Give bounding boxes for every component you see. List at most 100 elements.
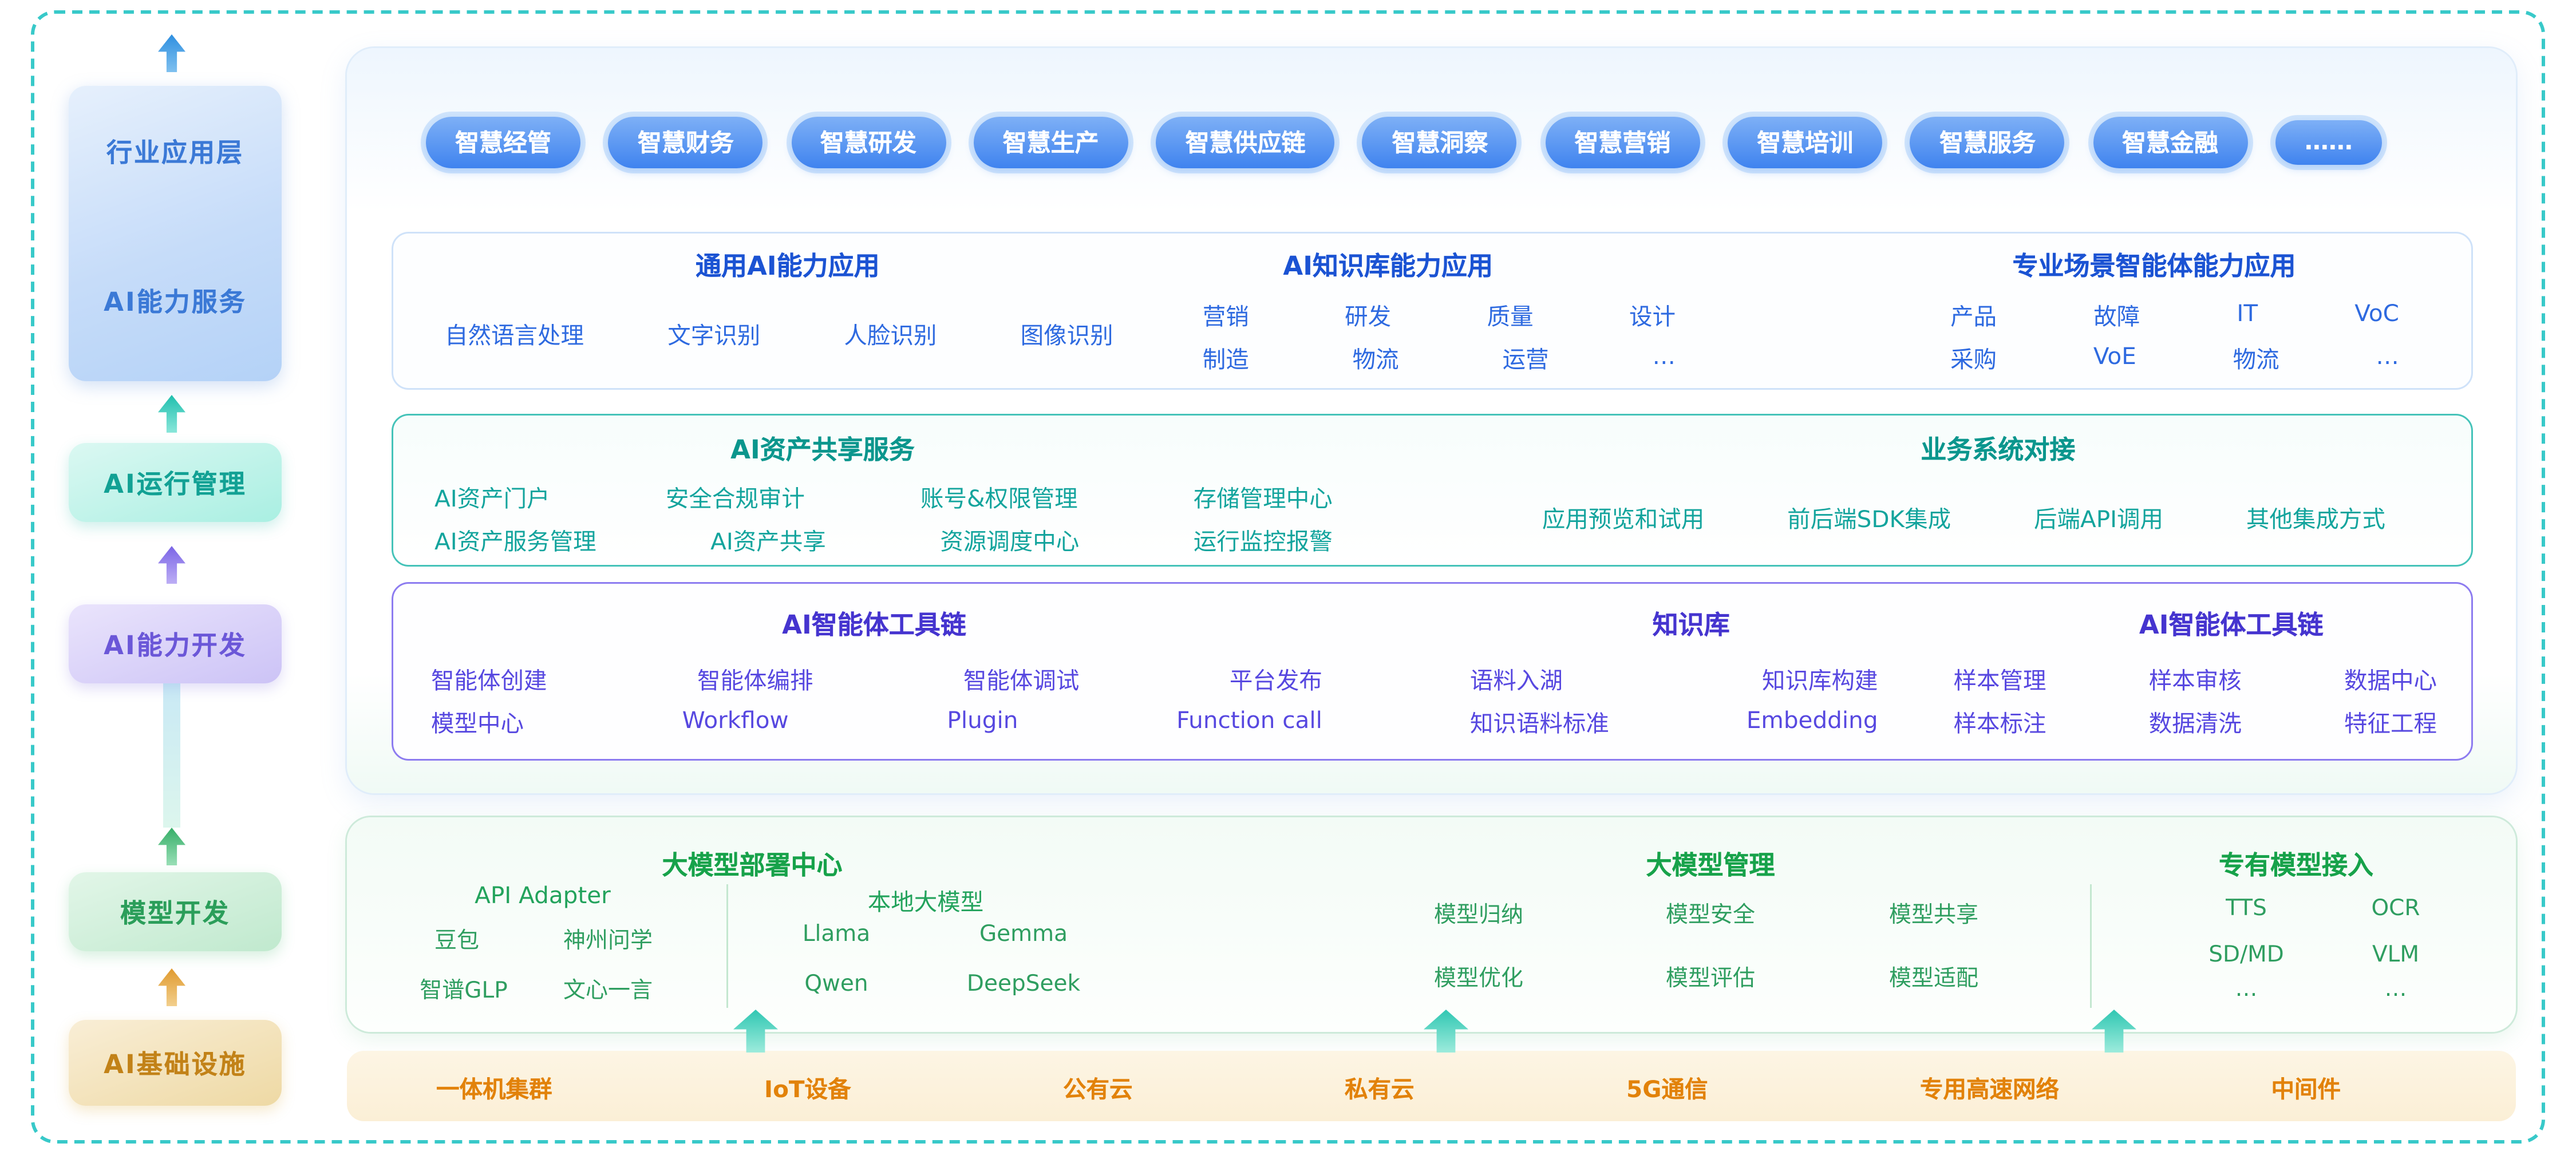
toolchain-item: 样本管理 xyxy=(1953,668,2046,695)
toolchain-section: AI智能体工具链 智能体创建 智能体编排 智能体调试 平台发布 模型中心 Wor… xyxy=(392,582,2473,761)
infra-item: 私有云 xyxy=(1345,1075,1415,1103)
toolchain-item: 数据清洗 xyxy=(2148,711,2242,738)
asset-row: AI资产服务管理 AI资产共享 资源调度中心 运行监控报警 xyxy=(434,522,1333,556)
model-item: 模型优化 xyxy=(1433,967,1524,992)
model-item: … xyxy=(2235,977,2258,1003)
pill-smart-marketing: 智慧营销 xyxy=(1545,117,1700,168)
asset-item: 安全合规审计 xyxy=(665,486,805,513)
capability-item: 物流 xyxy=(2233,347,2279,374)
model-item: 模型适配 xyxy=(1888,967,1979,992)
model-item: SD/MD xyxy=(2208,943,2284,968)
capability-item: 产品 xyxy=(1950,304,1997,331)
capability-item: IT xyxy=(2237,300,2258,328)
group-title: 知识库 xyxy=(1652,610,1730,640)
capability-item: 物流 xyxy=(1352,347,1399,374)
smart-app-pill-row: 智慧经管 智慧财务 智慧研发 智慧生产 智慧供应链 智慧洞察 智慧营销 智慧培训… xyxy=(426,117,2382,168)
asset-item: 账号&权限管理 xyxy=(920,486,1078,513)
divider-line xyxy=(726,884,728,1008)
up-arrow-icon xyxy=(158,34,185,72)
model-item: DeepSeek xyxy=(966,972,1081,998)
pill-smart-training: 智慧培训 xyxy=(1728,117,1883,168)
group-title: AI知识库能力应用 xyxy=(1283,251,1493,282)
capability-item: … xyxy=(1652,343,1676,371)
pill-smart-supply-chain: 智慧供应链 xyxy=(1156,117,1335,168)
layer-ai-infrastructure: AI基础设施 xyxy=(69,1020,282,1106)
toolchain-item: 数据中心 xyxy=(2344,668,2437,695)
divider-line xyxy=(2090,884,2092,1008)
group-title: 专业场景智能体能力应用 xyxy=(2012,251,2296,282)
infra-item: 中间件 xyxy=(2271,1075,2341,1103)
group-title-management: 大模型管理 xyxy=(1646,850,1775,881)
capability-row: 自然语言处理 文字识别 人脸识别 图像识别 xyxy=(445,316,1113,350)
infrastructure-bar: 一体机集群 IoT设备 公有云 私有云 5G通信 专用高速网络 中间件 xyxy=(347,1051,2516,1121)
integration-item: 前后端SDK集成 xyxy=(1787,507,1951,534)
capability-item: … xyxy=(2376,343,2399,371)
toolchain-row: 样本管理 样本审核 数据中心 xyxy=(1954,661,2437,695)
asset-item: AI资产服务管理 xyxy=(434,529,596,556)
up-arrow-icon xyxy=(158,546,185,584)
model-item: Qwen xyxy=(804,972,868,998)
integration-row: 应用预览和试用 前后端SDK集成 后端API调用 其他集成方式 xyxy=(1542,500,2385,534)
pill-smart-biz-mgmt: 智慧经管 xyxy=(426,117,580,168)
toolchain-item: 模型中心 xyxy=(431,711,524,738)
toolchain-row: 模型中心 Workflow Plugin Function call xyxy=(431,704,1322,738)
toolchain-row: 语料入湖 知识库构建 xyxy=(1470,661,1878,695)
ai-asset-section: AI资产共享服务 AI资产门户 安全合规审计 账号&权限管理 存储管理中心 AI… xyxy=(392,414,2473,567)
pill-smart-production: 智慧生产 xyxy=(973,117,1128,168)
pill-smart-finance: 智慧财务 xyxy=(608,117,763,168)
model-item: VLM xyxy=(2372,943,2420,968)
application-capability-panel: 智慧经管 智慧财务 智慧研发 智慧生产 智慧供应链 智慧洞察 智慧营销 智慧培训… xyxy=(347,48,2516,793)
asset-item: 资源调度中心 xyxy=(940,529,1080,556)
infra-item: IoT设备 xyxy=(764,1075,851,1103)
toolchain-item: 智能体创建 xyxy=(431,668,547,695)
capability-row: 产品 故障 IT VoC xyxy=(1950,297,2399,331)
model-item: Gemma xyxy=(979,922,1068,948)
capability-item: 质量 xyxy=(1487,304,1534,331)
group-title: AI资产共享服务 xyxy=(730,434,915,465)
capability-item: 制造 xyxy=(1202,347,1249,374)
knowledge-capability-group: AI知识库能力应用 营销 研发 质量 设计 制造 物流 运营 … xyxy=(1182,234,1748,388)
data-toolchain-group: AI智能体工具链 样本管理 样本审核 数据中心 样本标注 数据清洗 特征工程 xyxy=(1923,584,2471,759)
capability-row: 营销 研发 质量 设计 xyxy=(1203,297,1676,331)
toolchain-item: Embedding xyxy=(1746,707,1878,735)
model-item: 文心一言 xyxy=(563,979,653,1004)
toolchain-item: Workflow xyxy=(682,707,789,735)
model-item: 模型共享 xyxy=(1888,903,1979,929)
capability-item: VoE xyxy=(2093,343,2136,371)
model-item: OCR xyxy=(2371,896,2420,922)
capability-item: 研发 xyxy=(1345,304,1392,331)
capability-item: 设计 xyxy=(1629,304,1676,331)
model-item: 智谱GLP xyxy=(420,979,508,1004)
layer-model-development: 模型开发 xyxy=(69,872,282,951)
toolchain-row: 样本标注 数据清洗 特征工程 xyxy=(1954,704,2437,738)
group-title-proprietary: 专有模型接入 xyxy=(2218,850,2374,881)
toolchain-item: 知识库构建 xyxy=(1762,668,1878,695)
up-arrow-icon xyxy=(158,395,185,433)
layer-label-ai-capability-service: AI能力服务 xyxy=(104,287,247,318)
rail-connector-line xyxy=(163,683,180,828)
toolchain-item: 智能体调试 xyxy=(963,668,1080,695)
asset-item: AI资产门户 xyxy=(434,486,550,513)
asset-item: 存储管理中心 xyxy=(1193,486,1333,513)
capability-item: 图像识别 xyxy=(1020,323,1113,350)
capability-item: 营销 xyxy=(1202,304,1249,331)
toolchain-item: 样本审核 xyxy=(2148,668,2242,695)
knowledge-base-group: 知识库 语料入湖 知识库构建 知识语料标准 Embedding xyxy=(1460,584,1923,759)
infra-item: 5G通信 xyxy=(1626,1075,1708,1103)
capability-row: 采购 VoE 物流 … xyxy=(1950,340,2399,374)
capability-item: 运营 xyxy=(1502,347,1549,374)
asset-item: AI资产共享 xyxy=(710,529,826,556)
up-arrow-icon xyxy=(158,828,185,865)
toolchain-item: 特征工程 xyxy=(2344,711,2437,738)
toolchain-item: Plugin xyxy=(947,707,1018,735)
model-item: … xyxy=(2384,977,2407,1003)
toolchain-item: 智能体编排 xyxy=(697,668,813,695)
capability-item: 人脸识别 xyxy=(844,323,937,350)
toolchain-item: Function call xyxy=(1176,707,1322,735)
model-item: 模型评估 xyxy=(1665,967,1756,992)
up-arrow-icon xyxy=(158,968,185,1006)
toolchain-item: 语料入湖 xyxy=(1469,668,1563,695)
group-title-deployment: 大模型部署中心 xyxy=(662,850,843,881)
pill-smart-insight: 智慧洞察 xyxy=(1362,117,1518,168)
integration-item: 其他集成方式 xyxy=(2246,507,2385,534)
